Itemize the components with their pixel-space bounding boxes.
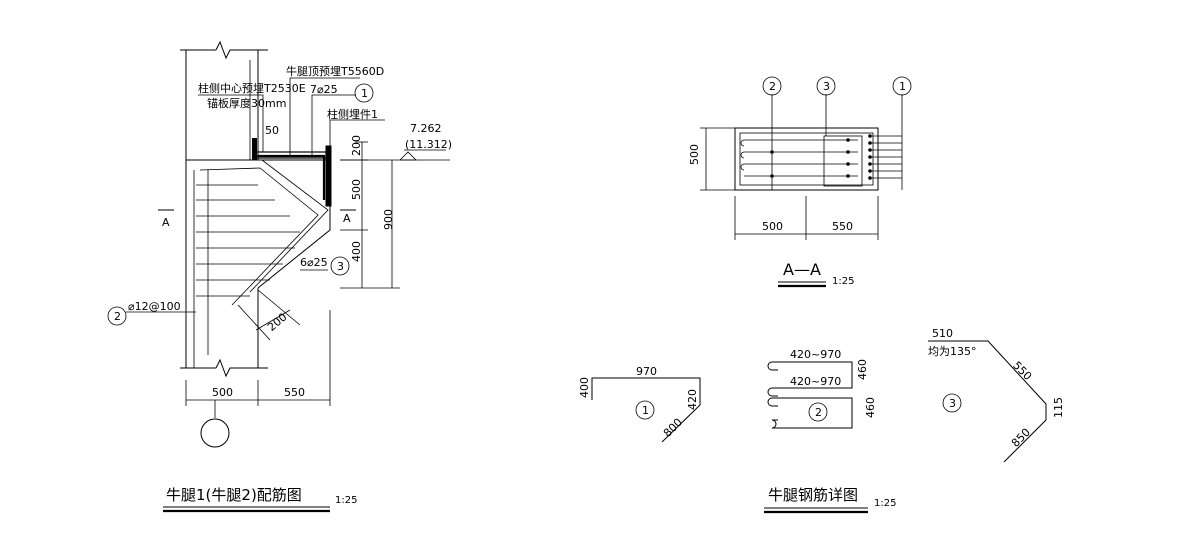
bar2-dim-side1: 460 <box>856 359 869 380</box>
dim-900-vertical: 900 <box>382 209 395 230</box>
dim-200-inclined: 200 <box>265 310 289 333</box>
section-mark-left: A <box>162 216 170 229</box>
section-dim-w2: 550 <box>832 220 853 233</box>
bar3-dim-seg1: 550 <box>1010 359 1034 383</box>
section-scale: 1:25 <box>832 276 854 287</box>
bar3-note: 均为135° <box>928 345 977 358</box>
dim-50: 50 <box>265 124 279 137</box>
dim-400-vertical: 400 <box>350 241 363 262</box>
bar1-callout <box>635 400 655 420</box>
section-callout-3-text: 3 <box>823 80 830 93</box>
callout-2-text: 2 <box>114 310 121 323</box>
bar2-dim-top2: 420~970 <box>790 375 841 388</box>
bar1-dim-top: 970 <box>636 365 657 378</box>
bar3-callout-text: 3 <box>949 397 956 410</box>
view1-title: 牛腿1(牛腿2)配筋图 <box>166 486 302 504</box>
callout-3-view1 <box>330 256 350 276</box>
label-side-embed: 柱侧埋件1 <box>327 107 378 121</box>
section-dim-height: 500 <box>688 144 701 165</box>
dim-200-vertical: 200 <box>350 135 363 156</box>
callout-2-view1 <box>107 306 127 326</box>
callout-1-text: 1 <box>361 87 368 100</box>
section-mark-right: A <box>343 212 351 225</box>
label-plate-thickness: 锚板厚度30mm <box>207 96 286 110</box>
view1-scale: 1:25 <box>335 495 357 506</box>
dim-500-vertical: 500 <box>350 179 363 200</box>
bar3-dim-seg2: 115 <box>1052 397 1065 418</box>
section-callout-1-text: 1 <box>899 80 906 93</box>
section-dim-w1: 500 <box>762 220 783 233</box>
section-callout-3 <box>816 76 836 96</box>
label-top-embed: 牛腿顶预埋T5560D <box>286 64 384 78</box>
section-a-a-view: 500 2 3 1 <box>688 76 912 288</box>
label-inclined-bars: 6⌀25 <box>300 256 328 269</box>
section-callout-2-text: 2 <box>769 80 776 93</box>
label-top-bars: 7⌀25 <box>310 83 338 96</box>
section-title: A—A <box>783 260 821 279</box>
dim-500-horizontal: 500 <box>212 386 233 399</box>
callout-1-view1 <box>354 83 374 103</box>
corbel-elevation-view: A A 牛腿顶预埋T5560D 柱侧中心预埋T2530E 锚板厚度30mm 7⌀… <box>107 40 452 513</box>
bar1-dim-diag: 800 <box>661 416 685 440</box>
section-callout-2 <box>762 76 782 96</box>
bar3-dim-seg3: 850 <box>1009 426 1033 450</box>
bar3-dim-top: 510 <box>932 327 953 340</box>
bar1-callout-text: 1 <box>642 404 649 417</box>
bar3-callout <box>942 393 962 413</box>
detail-scale: 1:25 <box>874 498 896 509</box>
label-stirrups: ⌀12@100 <box>128 300 181 313</box>
elevation-value: 7.262 <box>410 122 442 135</box>
bar2-callout-text: 2 <box>815 406 822 419</box>
bar1-dim-right: 420 <box>686 389 699 410</box>
bar2-dim-top1: 420~970 <box>790 348 841 361</box>
label-side-center-embed: 柱侧中心预埋T2530E <box>198 81 306 95</box>
section-callout-1 <box>892 76 912 96</box>
callout-3-text: 3 <box>337 260 344 273</box>
bar1-dim-left: 400 <box>578 377 591 398</box>
axis-circle <box>200 418 230 448</box>
dim-550-horizontal: 550 <box>284 386 305 399</box>
elevation-alt-value: (11.312) <box>405 138 452 151</box>
bar-detail-view: 970 400 420 800 1 420~970 420~970 460 46… <box>578 327 1065 514</box>
bar2-dim-side2: 460 <box>864 397 877 418</box>
detail-title: 牛腿钢筋详图 <box>768 486 858 504</box>
bar2-callout <box>808 402 828 422</box>
